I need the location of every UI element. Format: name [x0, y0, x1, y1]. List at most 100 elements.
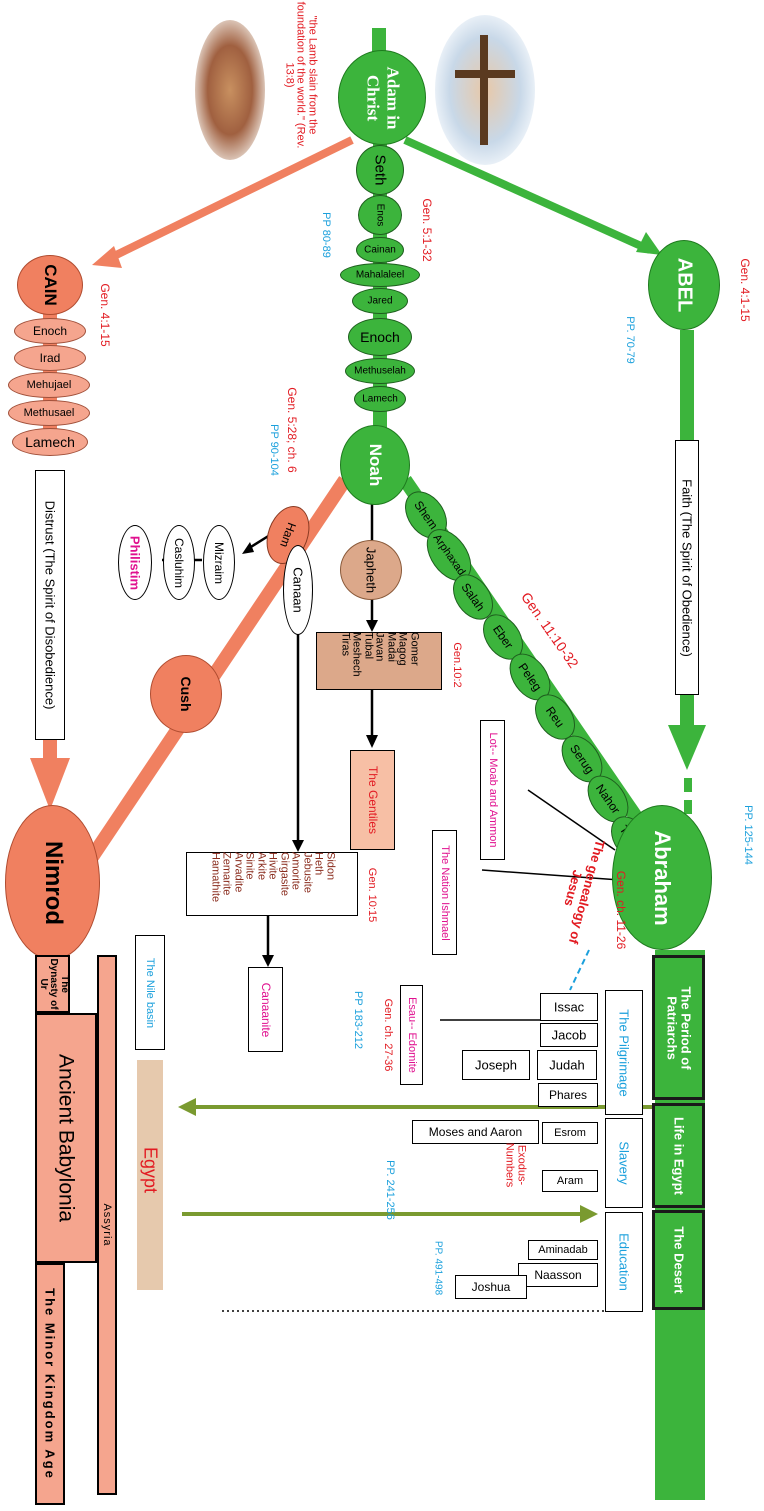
- seth-2: Cainan: [356, 237, 404, 263]
- canaan-oval: Canaan: [283, 545, 313, 635]
- japheth-son-4: Tubal: [362, 632, 375, 660]
- japheth-label: Japheth: [363, 546, 379, 594]
- stage-0: The Pilgrimage: [605, 990, 643, 1115]
- canaan-son-8: Arvadite: [232, 852, 245, 893]
- lot-box: Lot-- Moab and Ammon: [480, 720, 505, 860]
- babylonia-label: Ancient Babylonia: [54, 1053, 78, 1223]
- period-0: The Period of Patriarchs: [652, 955, 705, 1100]
- gentiles-box: The Gentiles: [350, 750, 395, 850]
- seth-ref: Gen. 5:1-32: [420, 198, 434, 262]
- cush-label: Cush: [178, 676, 194, 712]
- patriarch-2: Judah: [537, 1050, 597, 1080]
- cain-ref: Gen. 4:1-15: [98, 283, 112, 347]
- cain-circle: CAIN: [17, 255, 83, 315]
- seth-3: Mahalaleel: [340, 263, 420, 287]
- nile-box: The Nile basin: [135, 935, 165, 1050]
- canaan-son-4: Girgasite: [278, 852, 291, 897]
- minor-kingdom-label: The Minor Kingdom Age: [42, 1288, 58, 1480]
- nimrod-label: Nimrod: [39, 840, 67, 925]
- period-1: Life in Egypt: [652, 1103, 705, 1208]
- canaanite-label: Canaanite: [258, 982, 273, 1037]
- adam-circle: Adam in Christ: [338, 50, 426, 145]
- distrust-box: Distrust (The Spirit of Disobedience): [35, 470, 65, 740]
- dynasty-ur-box: The Dynasty of Ur: [35, 955, 70, 1013]
- gentiles-label: The Gentiles: [365, 765, 380, 835]
- seth-0: Seth: [356, 145, 404, 195]
- japheth-son-6: Tiras: [339, 632, 352, 657]
- seth-4: Jared: [352, 288, 408, 314]
- nimrod-circle: Nimrod: [5, 805, 100, 960]
- top-quote: "the Lamb slain from the foundation of t…: [283, 1, 319, 149]
- moses-box: Moses and Aaron: [412, 1120, 539, 1144]
- patriarch-1: Jacob: [540, 1023, 598, 1047]
- quote-block: "the Lamb slain from the foundation of t…: [270, 0, 330, 150]
- patriarch-3: Phares: [538, 1083, 598, 1107]
- noah-label: Noah: [366, 443, 385, 487]
- canaan-son-2: Jebusite: [301, 852, 314, 893]
- pp-desert: PP. 491-498: [432, 1240, 444, 1295]
- esau-label: Esau-- Edomite: [405, 997, 418, 1073]
- adam-label: Adam in Christ: [363, 66, 403, 129]
- abel-label: ABEL: [673, 257, 696, 313]
- faith-box: Faith (The Spirit of Obedience): [675, 440, 699, 695]
- adam-cain-line: [108, 136, 354, 262]
- casluhim-oval: Casluhim: [163, 525, 195, 600]
- ishmael-box: The Nation Ishmael: [432, 830, 457, 955]
- canaan-son-6: Arkite: [255, 852, 268, 881]
- ishmael-label: The Nation Ishmael: [438, 844, 451, 941]
- cain-desc-0: Enoch: [14, 318, 86, 344]
- lot-label: Lot-- Moab and Ammon: [486, 732, 499, 848]
- abel-circle: ABEL: [648, 240, 720, 330]
- seth-6: Methuselah: [345, 358, 415, 384]
- canaan-son-9: Zemarite: [220, 852, 233, 896]
- canaan-son-3: Amorite: [289, 852, 302, 890]
- canaanite-box: Canaanite: [248, 967, 283, 1052]
- philistim-oval: Philistim: [118, 525, 152, 600]
- esau-box: Esau-- Edomite: [400, 985, 423, 1085]
- cain-desc-4: Lamech: [12, 428, 88, 456]
- canaan-ref: Gen. 10:15: [366, 867, 378, 923]
- noah-circle: Noah: [340, 425, 410, 505]
- canaan-son-7: Sinite: [243, 852, 256, 880]
- adam-abel-line: [403, 136, 652, 254]
- japheth-son-0: Gomer: [408, 632, 421, 666]
- naasson-box: Naasson: [518, 1263, 598, 1287]
- noah-pp: PP 90-104: [268, 424, 280, 476]
- cain-desc-2: Mehujael: [8, 372, 90, 398]
- joseph-box: Joseph: [462, 1050, 530, 1080]
- lamb-illustration: [195, 20, 265, 160]
- japheth-son-1: Magog: [396, 632, 409, 666]
- seth-7: Lamech: [354, 386, 406, 412]
- cush-circle: Cush: [150, 655, 222, 733]
- mizraim-oval: Mizraim: [203, 525, 235, 600]
- seth-5: Enoch: [348, 318, 412, 356]
- egypt-label-wrap: Egypt: [137, 1120, 163, 1220]
- abraham-pp: PP. 125-144: [742, 805, 754, 865]
- cain-desc-1: Irad: [14, 345, 86, 371]
- canaan-son-10: Hamathite: [209, 852, 222, 903]
- japheth-son-3: Javan: [373, 632, 386, 662]
- joshua-box: Joshua: [455, 1275, 527, 1299]
- esrom-box: Esrom: [542, 1122, 598, 1144]
- crucifixion-illustration: [435, 15, 535, 165]
- stage-2: Education: [605, 1212, 643, 1312]
- japheth-son-5: Meshech: [350, 632, 363, 677]
- assyria-box: Assyria: [97, 955, 117, 1495]
- canaan-son-0: Sidon: [324, 852, 337, 881]
- japheth-son-2: Madai: [385, 632, 398, 662]
- esau-ref: Gen. ch. 27-36: [382, 998, 394, 1072]
- seth-pp: PP 80-89: [320, 212, 332, 258]
- aminadab-box: Aminadab: [528, 1240, 598, 1260]
- babylonia-box: Ancient Babylonia: [35, 1013, 97, 1263]
- pp-slavery: PP. 241-256: [384, 1160, 396, 1220]
- japheth-circle: Japheth: [340, 540, 402, 600]
- seth-1: Enos: [358, 195, 402, 235]
- dynasty-ur-label: The Dynasty of Ur: [37, 958, 70, 1010]
- period-2: The Desert: [652, 1210, 705, 1310]
- egypt-label: Egypt: [140, 1146, 161, 1194]
- patriarch-0: Issac: [540, 993, 598, 1021]
